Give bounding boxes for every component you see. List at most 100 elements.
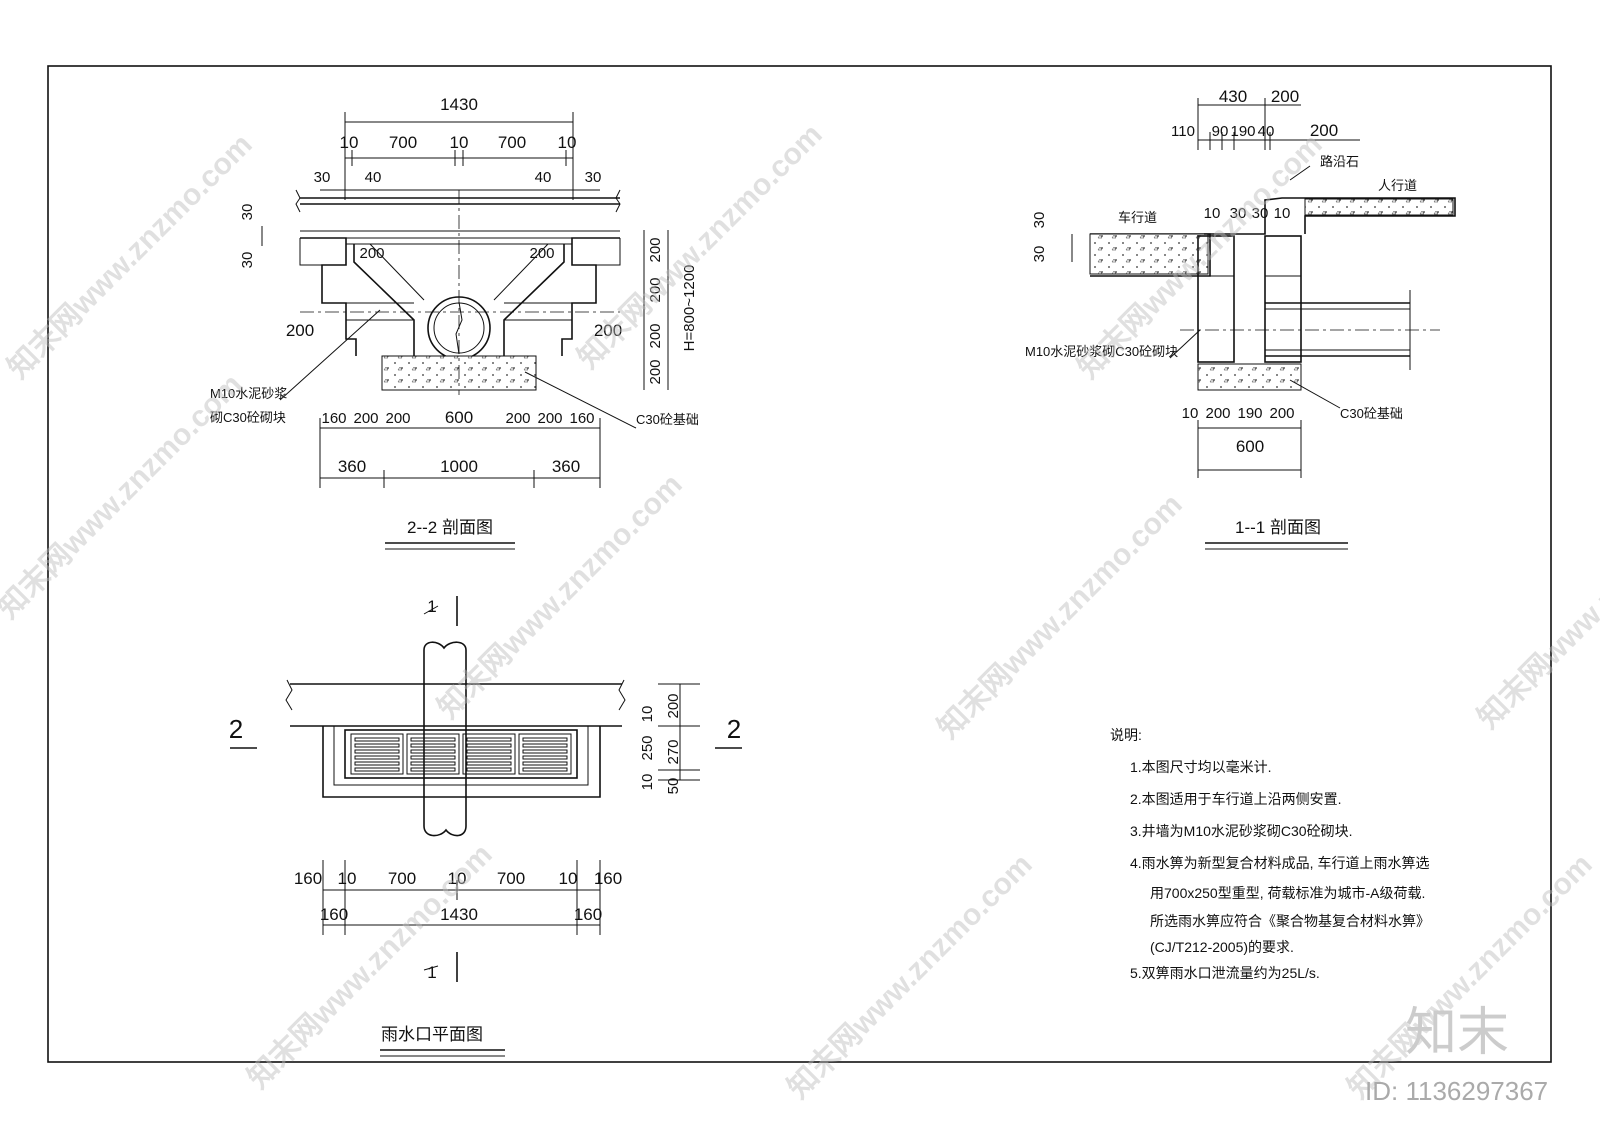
label-wall: M10水泥砂浆 (210, 386, 287, 401)
svg-text:10: 10 (1204, 205, 1221, 222)
image-id: ID: 1136297367 (1365, 1076, 1548, 1106)
svg-text:110: 110 (1171, 123, 1195, 140)
svg-text:200: 200 (537, 410, 562, 427)
note-item: 5.双箅雨水口泄流量约为25L/s. (1130, 965, 1320, 981)
grate-slot (522, 737, 568, 742)
svg-text:30: 30 (1230, 205, 1247, 222)
grate-slot (410, 749, 456, 754)
svg-text:1000: 1000 (440, 457, 478, 476)
svg-text:200: 200 (529, 245, 554, 262)
svg-text:200: 200 (1271, 87, 1299, 106)
grate-panel (406, 733, 460, 775)
grate-slot (410, 767, 456, 772)
svg-text:200: 200 (353, 410, 378, 427)
grate-panel (462, 733, 516, 775)
svg-text:1430: 1430 (440, 905, 478, 924)
svg-text:600: 600 (1236, 437, 1264, 456)
svg-text:160: 160 (574, 905, 602, 924)
grate-panel (518, 733, 572, 775)
svg-text:160: 160 (569, 410, 594, 427)
grate-slot (354, 749, 400, 754)
svg-text:知末网www.znzmo.com: 知末网www.znzmo.com (2, 128, 259, 385)
svg-text:200: 200 (665, 693, 682, 718)
note-item: 用700x250型重型, 荷载标准为城市-A级荷载. (1150, 885, 1425, 901)
section-1-1-texts: 430 200 110 90 190 40 200 10 30 30 10 30… (1025, 87, 1417, 537)
svg-text:190: 190 (1230, 123, 1255, 140)
title-plan: 雨水口平面图 (381, 1025, 483, 1044)
grate-slot (466, 737, 512, 742)
svg-text:700: 700 (389, 133, 417, 152)
svg-text:40: 40 (535, 169, 552, 186)
svg-text:知末网www.znzmo.com: 知末网www.znzmo.com (572, 118, 829, 375)
svg-text:250: 250 (639, 735, 656, 760)
svg-text:90: 90 (1212, 123, 1229, 140)
svg-text:知末网www.znzmo.com: 知末网www.znzmo.com (782, 848, 1039, 1105)
svg-text:知末网www.znzmo.com: 知末网www.znzmo.com (432, 468, 689, 725)
svg-text:200: 200 (385, 410, 410, 427)
svg-text:10: 10 (340, 133, 359, 152)
label-walk: 人行道 (1378, 178, 1417, 193)
svg-text:700: 700 (388, 869, 416, 888)
svg-text:10: 10 (450, 133, 469, 152)
svg-text:190: 190 (1237, 405, 1262, 422)
label-curb: 路沿石 (1320, 154, 1359, 169)
grate-slot (522, 755, 568, 760)
note-item: 4.雨水箅为新型复合材料成品, 车行道上雨水箅选 (1130, 855, 1429, 871)
note-item: 所选雨水箅应符合《聚合物基复合材料水箅》 (1150, 913, 1430, 929)
svg-text:200: 200 (647, 237, 664, 262)
svg-text:知末网www.znzmo.com: 知末网www.znzmo.com (932, 488, 1189, 745)
grate-slot (354, 767, 400, 772)
svg-text:200: 200 (505, 410, 530, 427)
label-base: C30砼基础 (636, 412, 699, 427)
grate-slot (410, 737, 456, 742)
title-section-2-2: 2--2 剖面图 (407, 518, 493, 537)
svg-text:160: 160 (594, 869, 622, 888)
svg-text:30: 30 (1031, 246, 1048, 263)
grate-slot (410, 755, 456, 760)
svg-text:360: 360 (338, 457, 366, 476)
plan-texts: 1 1 2 2 10 200 250 270 10 50 160 10 700 … (229, 597, 741, 1044)
section-2-2 (261, 112, 669, 550)
svg-text:200: 200 (359, 245, 384, 262)
svg-text:砌C30砼砌块: 砌C30砼砌块 (210, 410, 286, 425)
svg-text:160: 160 (294, 869, 322, 888)
note-item: 1.本图尺寸均以毫米计. (1130, 759, 1272, 775)
svg-text:1: 1 (427, 963, 436, 982)
svg-text:10: 10 (559, 869, 578, 888)
svg-text:40: 40 (1258, 123, 1275, 140)
drawing-frame (47, 65, 1552, 1063)
svg-text:10: 10 (639, 774, 656, 791)
grate-slot (354, 737, 400, 742)
grate-slot (410, 743, 456, 748)
svg-text:40: 40 (365, 169, 382, 186)
svg-text:H=800~1200: H=800~1200 (681, 265, 698, 352)
section-2-2-texts: 1430 10 700 10 700 10 30 40 40 30 30 30 … (210, 95, 699, 537)
note-item: 3.井墙为M10水泥砂浆砌C30砼砌块. (1130, 823, 1352, 839)
svg-text:430: 430 (1219, 87, 1247, 106)
label-base-11: C30砼基础 (1340, 406, 1403, 421)
svg-text:1: 1 (427, 597, 436, 616)
svg-text:360: 360 (552, 457, 580, 476)
grate-slot (466, 749, 512, 754)
grate-slot (466, 767, 512, 772)
svg-text:50: 50 (665, 778, 682, 795)
svg-text:30: 30 (585, 169, 602, 186)
svg-text:30: 30 (1252, 205, 1269, 222)
svg-text:200: 200 (1310, 121, 1338, 140)
grate-panel (350, 733, 404, 775)
svg-text:30: 30 (239, 204, 256, 221)
svg-text:200: 200 (594, 321, 622, 340)
grate-slot (522, 761, 568, 766)
svg-text:10: 10 (639, 706, 656, 723)
notes: 说明: 1.本图尺寸均以毫米计. 2.本图适用于车行道上沿两侧安置. 3.井墙为… (1110, 727, 1430, 981)
label-road: 车行道 (1118, 210, 1157, 225)
svg-text:160: 160 (321, 410, 346, 427)
svg-text:知末网www.znzmo.com: 知末网www.znzmo.com (0, 368, 249, 625)
svg-text:10: 10 (1274, 205, 1291, 222)
svg-text:200: 200 (286, 321, 314, 340)
notes-heading: 说明: (1110, 727, 1142, 743)
svg-text:知末网www.znzmo.com: 知末网www.znzmo.com (1472, 478, 1600, 735)
svg-text:200: 200 (647, 277, 664, 302)
brand-logo: 知末 (1405, 1004, 1509, 1062)
